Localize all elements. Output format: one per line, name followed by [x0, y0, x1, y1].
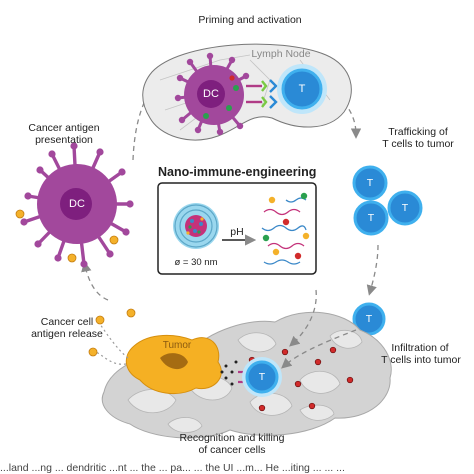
infiltration-label-line2: T cells into tumor — [381, 354, 461, 366]
t-label-lymph-node: T — [298, 83, 306, 95]
ph-label: pH — [230, 226, 244, 238]
priming-label: Priming and activation — [198, 14, 302, 26]
t-label-trafficking-3: T — [401, 202, 409, 214]
dc-cell-lymph-node — [174, 52, 250, 136]
t-label-trafficking-1: T — [366, 177, 374, 189]
released-polymers — [261, 197, 307, 265]
diameter-label: ø = 30 nm — [174, 257, 218, 268]
released-payload — [262, 192, 310, 260]
infiltration-label-line1: Infiltration of — [391, 342, 449, 354]
nano-engineering-box — [157, 182, 317, 275]
nanoparticle-icon — [173, 203, 219, 249]
t-cell-killing — [242, 357, 282, 397]
recognition-label-line2: of cancer cells — [198, 444, 266, 456]
antigen-release-label-line1: Cancer cell — [40, 316, 94, 328]
trafficking-label-line2: T cells to tumor — [382, 138, 454, 150]
arrow-nano-to-tumor — [289, 289, 317, 347]
t-cell-lymph-node — [277, 64, 327, 114]
dc-label-lymph-node: DC — [203, 88, 219, 100]
lymph-node-label: Lymph Node — [251, 48, 311, 60]
t-label-trafficking-2: T — [367, 212, 375, 224]
antigen-release-dots — [88, 308, 136, 365]
arrow-infiltration-to-killing — [281, 329, 357, 369]
synapse-lymph-node — [246, 79, 278, 109]
figure-caption-fragment: ...land ...ng ... dendritic ...nt ... th… — [0, 462, 345, 474]
nano-engineering-title: Nano-immune-engineering — [158, 165, 317, 179]
t-label-killing: T — [258, 371, 266, 383]
antigen-release-label-line2: antigen release — [31, 328, 103, 340]
arrow-release-to-presentation — [81, 261, 109, 301]
recognition-label-line1: Recognition and killing — [179, 432, 285, 444]
dc-label-presentation: DC — [69, 198, 85, 210]
dc-cell-presentation — [15, 142, 134, 268]
tumor-arrows — [281, 289, 357, 369]
t-label-infiltrating: T — [365, 313, 373, 325]
antigen-presentation-label-line1: Cancer antigen — [28, 122, 100, 134]
arrow-trafficking-to-infiltration — [366, 244, 379, 296]
t-cells-trafficking — [352, 165, 423, 236]
tumor-label: Tumor — [162, 340, 192, 351]
trafficking-label-line1: Trafficking of — [388, 126, 448, 138]
tumor-cell — [125, 334, 222, 394]
antigen-presentation-label-line2: presentation — [35, 134, 93, 146]
